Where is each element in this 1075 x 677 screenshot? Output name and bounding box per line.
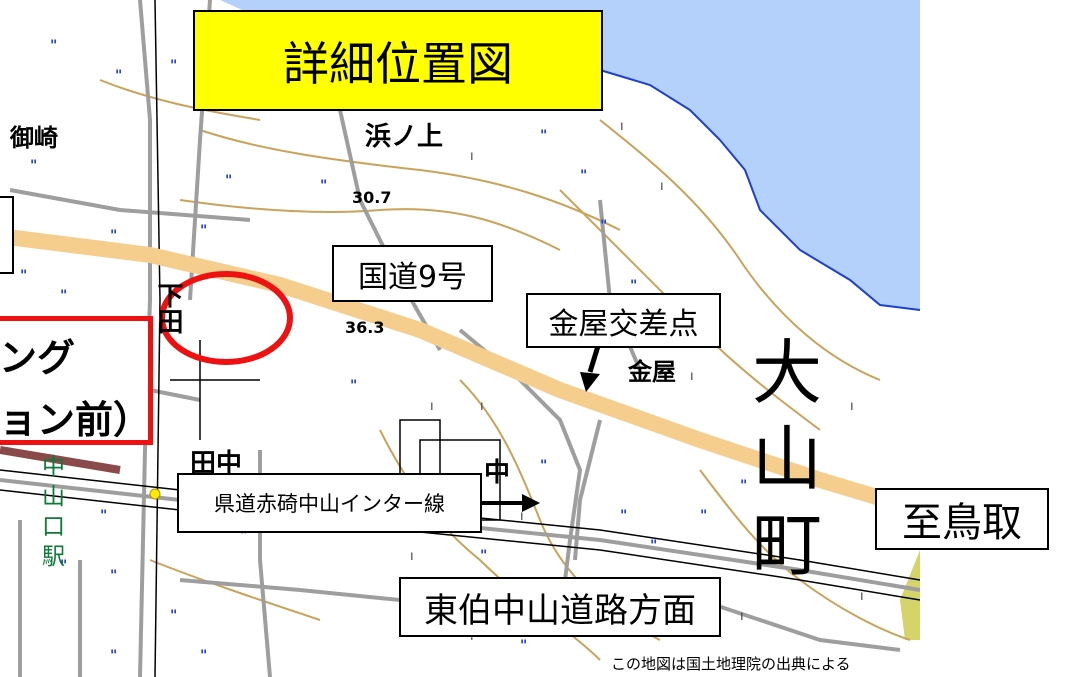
svg-text:ı: ı — [430, 399, 434, 414]
svg-text:": " — [350, 378, 357, 394]
svg-text:": " — [700, 508, 707, 524]
station-name-char: 口 — [42, 514, 65, 540]
bypass-direction-label: 東伯中山道路方面 — [399, 577, 721, 637]
route-9-label: 国道9号 — [332, 245, 493, 302]
left-edge-box — [0, 196, 14, 274]
svg-text:ı: ı — [740, 609, 744, 624]
town-name-char: 大 — [752, 332, 822, 414]
parking-label: ング ョン前） — [0, 316, 153, 445]
svg-text:": " — [110, 228, 117, 244]
svg-text:": " — [50, 38, 57, 54]
svg-text:ı: ı — [850, 399, 854, 414]
svg-text:": " — [115, 68, 122, 84]
station-marker-icon — [149, 488, 161, 500]
railway-line — [0, 446, 121, 474]
svg-text:": " — [110, 568, 117, 584]
svg-text:": " — [540, 458, 547, 474]
svg-text:ı: ı — [410, 549, 414, 564]
parking-label-line2: ョン前） — [0, 398, 152, 442]
elevation-mark: 30.7 — [352, 188, 392, 207]
arrow-down-icon — [580, 345, 601, 392]
svg-text:": " — [200, 648, 207, 664]
svg-text:": " — [740, 478, 747, 494]
place-name-shimoda: 下田 — [153, 282, 183, 334]
cliff-vegetation — [900, 550, 920, 640]
svg-text:": " — [320, 178, 327, 194]
svg-text:ı: ı — [690, 369, 694, 384]
orchard-symbols: ııı ııı ııı ııı — [410, 119, 864, 644]
svg-text:": " — [620, 508, 627, 524]
svg-text:": " — [170, 58, 177, 74]
svg-text:": " — [580, 168, 587, 184]
sea-area — [220, 0, 920, 310]
map-credit: この地図は国土地理院の出典による — [611, 655, 851, 673]
svg-text:": " — [100, 508, 107, 524]
place-name-misaki: 御崎 — [10, 124, 58, 152]
svg-text:": " — [20, 268, 27, 284]
svg-text:": " — [480, 548, 487, 564]
elevation-mark: 36.3 — [345, 318, 385, 337]
svg-text:": " — [225, 173, 232, 189]
svg-text:": " — [170, 608, 177, 624]
station-name-char: 駅 — [42, 544, 65, 570]
svg-text:ı: ı — [620, 119, 624, 134]
map-edge-strip — [920, 0, 1075, 677]
station-name: 中 山 口 駅 — [42, 452, 65, 572]
svg-text:ı: ı — [520, 509, 524, 524]
place-name-naka: 中 — [484, 458, 511, 488]
highlight-circle-icon — [159, 271, 293, 365]
svg-text:": " — [200, 223, 207, 239]
svg-text:ı: ı — [660, 179, 664, 194]
svg-text:ı: ı — [480, 399, 484, 414]
svg-text:": " — [650, 538, 657, 554]
destination-label: 至鳥取 — [875, 488, 1049, 550]
station-name-char: 中 — [42, 454, 65, 480]
svg-text:ı: ı — [860, 589, 864, 604]
station-name-char: 山 — [42, 484, 65, 510]
contour-lines — [99, 79, 911, 661]
intersection-label: 金屋交差点 — [526, 293, 721, 348]
map-title: 詳細位置図 — [193, 10, 603, 111]
svg-text:": " — [630, 278, 637, 294]
town-name-char: 町 — [752, 504, 822, 586]
svg-text:": " — [540, 128, 547, 144]
parking-label-line1: ング — [0, 336, 76, 380]
svg-text:": " — [30, 158, 37, 174]
town-name-char: 山 — [752, 418, 822, 500]
arrow-right-icon — [482, 494, 540, 512]
svg-text:": " — [520, 638, 527, 654]
place-name-kanaya: 金屋 — [628, 358, 676, 386]
place-name-hamanoue: 浜ノ上 — [365, 122, 444, 152]
svg-text:": " — [110, 648, 117, 664]
svg-text:ı: ı — [470, 149, 474, 164]
prefectural-road-label: 県道赤碕中山インター線 — [177, 473, 482, 533]
national-route-9 — [0, 228, 923, 518]
svg-text:": " — [240, 528, 247, 544]
svg-text:": " — [60, 558, 67, 574]
svg-text:": " — [600, 218, 607, 234]
svg-text:": " — [60, 288, 67, 304]
town-name: 大 山 町 — [752, 330, 822, 588]
